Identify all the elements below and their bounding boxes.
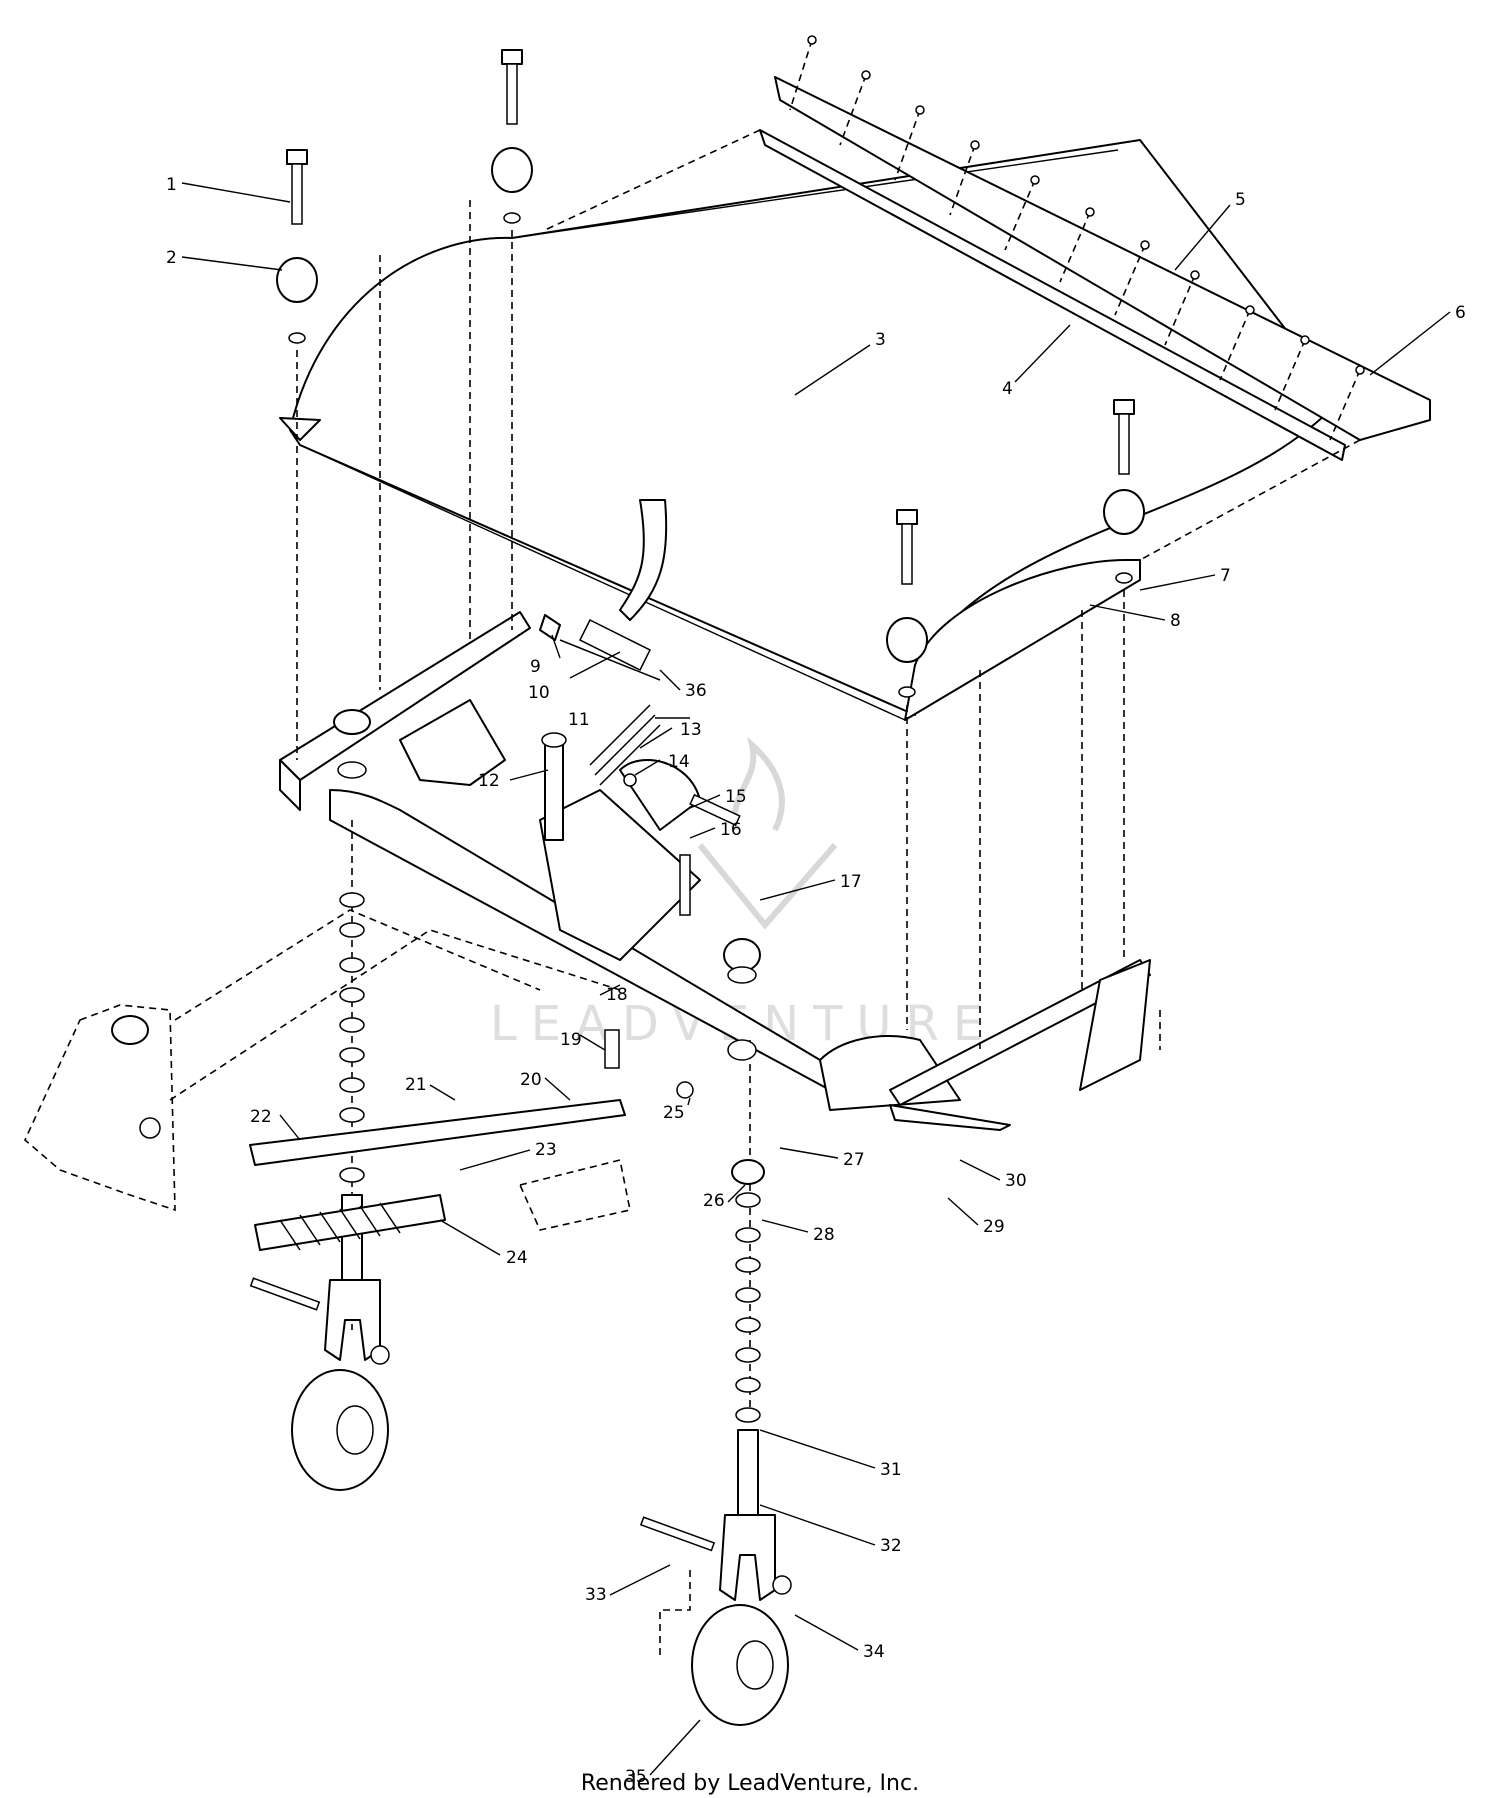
callout-16: 16 — [720, 820, 742, 840]
callout-31: 31 — [880, 1460, 902, 1480]
callout-34: 34 — [863, 1642, 885, 1662]
callout-35: 35 — [625, 1767, 647, 1787]
callout-21: 21 — [405, 1075, 427, 1095]
footer-credit: Rendered by LeadVenture, Inc. — [581, 1771, 919, 1796]
left-caster-stack — [249, 709, 390, 1491]
callout-14: 14 — [668, 752, 690, 772]
deflector-strips — [544, 76, 1431, 561]
callout-27: 27 — [843, 1150, 865, 1170]
callout-7: 7 — [1220, 566, 1231, 586]
callout-4: 4 — [1002, 379, 1013, 399]
callout-19: 19 — [560, 1030, 582, 1050]
leader-lines — [181, 182, 1451, 1776]
callout-5: 5 — [1235, 190, 1246, 210]
callout-8: 8 — [1170, 611, 1181, 631]
callout-18: 18 — [606, 985, 628, 1005]
callout-25: 25 — [663, 1103, 685, 1123]
callout-1: 1 — [166, 175, 177, 195]
callout-33: 33 — [585, 1585, 607, 1605]
callout-24: 24 — [506, 1248, 528, 1268]
callout-17: 17 — [840, 872, 862, 892]
callout-23: 23 — [535, 1140, 557, 1160]
callout-numbers: 1 2 3 4 5 6 7 8 9 10 11 12 13 14 15 16 1… — [166, 175, 1466, 1787]
hopper-cover — [279, 139, 1341, 721]
callout-30: 30 — [1005, 1171, 1027, 1191]
fuel-tank — [24, 1004, 176, 1212]
callout-6: 6 — [1455, 303, 1466, 323]
callout-13: 13 — [680, 720, 702, 740]
callout-20: 20 — [520, 1070, 542, 1090]
callout-9: 9 — [530, 657, 541, 677]
strip-rivets — [789, 35, 1365, 441]
hanger-bolts — [276, 49, 1145, 698]
callout-22: 22 — [250, 1107, 272, 1127]
callout-11: 11 — [568, 710, 590, 730]
callout-26: 26 — [703, 1191, 725, 1211]
callout-10: 10 — [528, 683, 550, 703]
right-caster-stack — [639, 938, 792, 1726]
torsion-rod — [249, 1099, 631, 1251]
callout-36: 36 — [685, 681, 707, 701]
callout-15: 15 — [725, 787, 747, 807]
frame-assembly — [279, 499, 1151, 1131]
callout-12: 12 — [478, 771, 500, 791]
callout-2: 2 — [166, 248, 177, 268]
callout-28: 28 — [813, 1225, 835, 1245]
callout-29: 29 — [983, 1217, 1005, 1237]
callout-32: 32 — [880, 1536, 902, 1556]
callout-3: 3 — [875, 330, 886, 350]
